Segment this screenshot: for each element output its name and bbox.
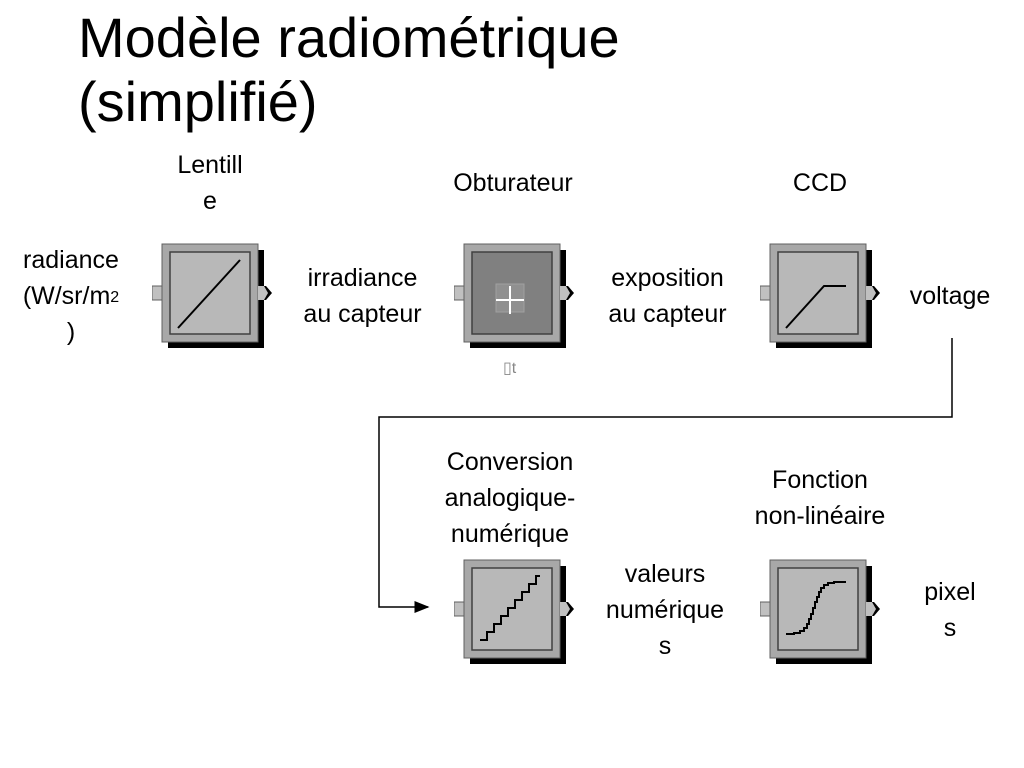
voltage-label: voltage xyxy=(909,282,991,310)
shutter-block[interactable] xyxy=(454,242,574,352)
adc-block[interactable] xyxy=(454,558,574,668)
irradiance-label: irradiance au capteur xyxy=(303,264,422,328)
saturation-ramp-icon xyxy=(785,285,846,329)
ccd-block[interactable] xyxy=(760,242,880,352)
plus-gain-icon xyxy=(495,283,525,314)
linear-ramp-icon xyxy=(177,259,241,329)
title-line-2: (simplifié) xyxy=(78,70,318,133)
s-curve-icon xyxy=(786,581,846,635)
slide-title: Modèle radiométrique (simplifié) xyxy=(78,6,620,134)
adc-label: Conversion analogique- numérique xyxy=(444,448,576,548)
shutter-label: Obturateur xyxy=(453,169,573,197)
lens-label: Lentill e xyxy=(177,151,243,215)
ccd-label: CCD xyxy=(792,169,848,197)
nonlinear-label: Fonction non-linéaire xyxy=(754,466,886,530)
title-line-1: Modèle radiométrique xyxy=(78,6,620,69)
radiance-label: radiance (W/sr/m2 ) xyxy=(22,246,120,346)
shutter-time-label: ▯t xyxy=(503,360,517,377)
connector-line xyxy=(378,338,953,613)
lens-block[interactable] xyxy=(152,242,272,352)
pixels-label: pixel s xyxy=(924,578,976,642)
nonlinear-block[interactable] xyxy=(760,558,880,668)
valeurs-label: valeurs numérique s xyxy=(605,560,725,660)
staircase-icon xyxy=(480,575,540,641)
exposition-label: exposition au capteur xyxy=(608,264,727,328)
